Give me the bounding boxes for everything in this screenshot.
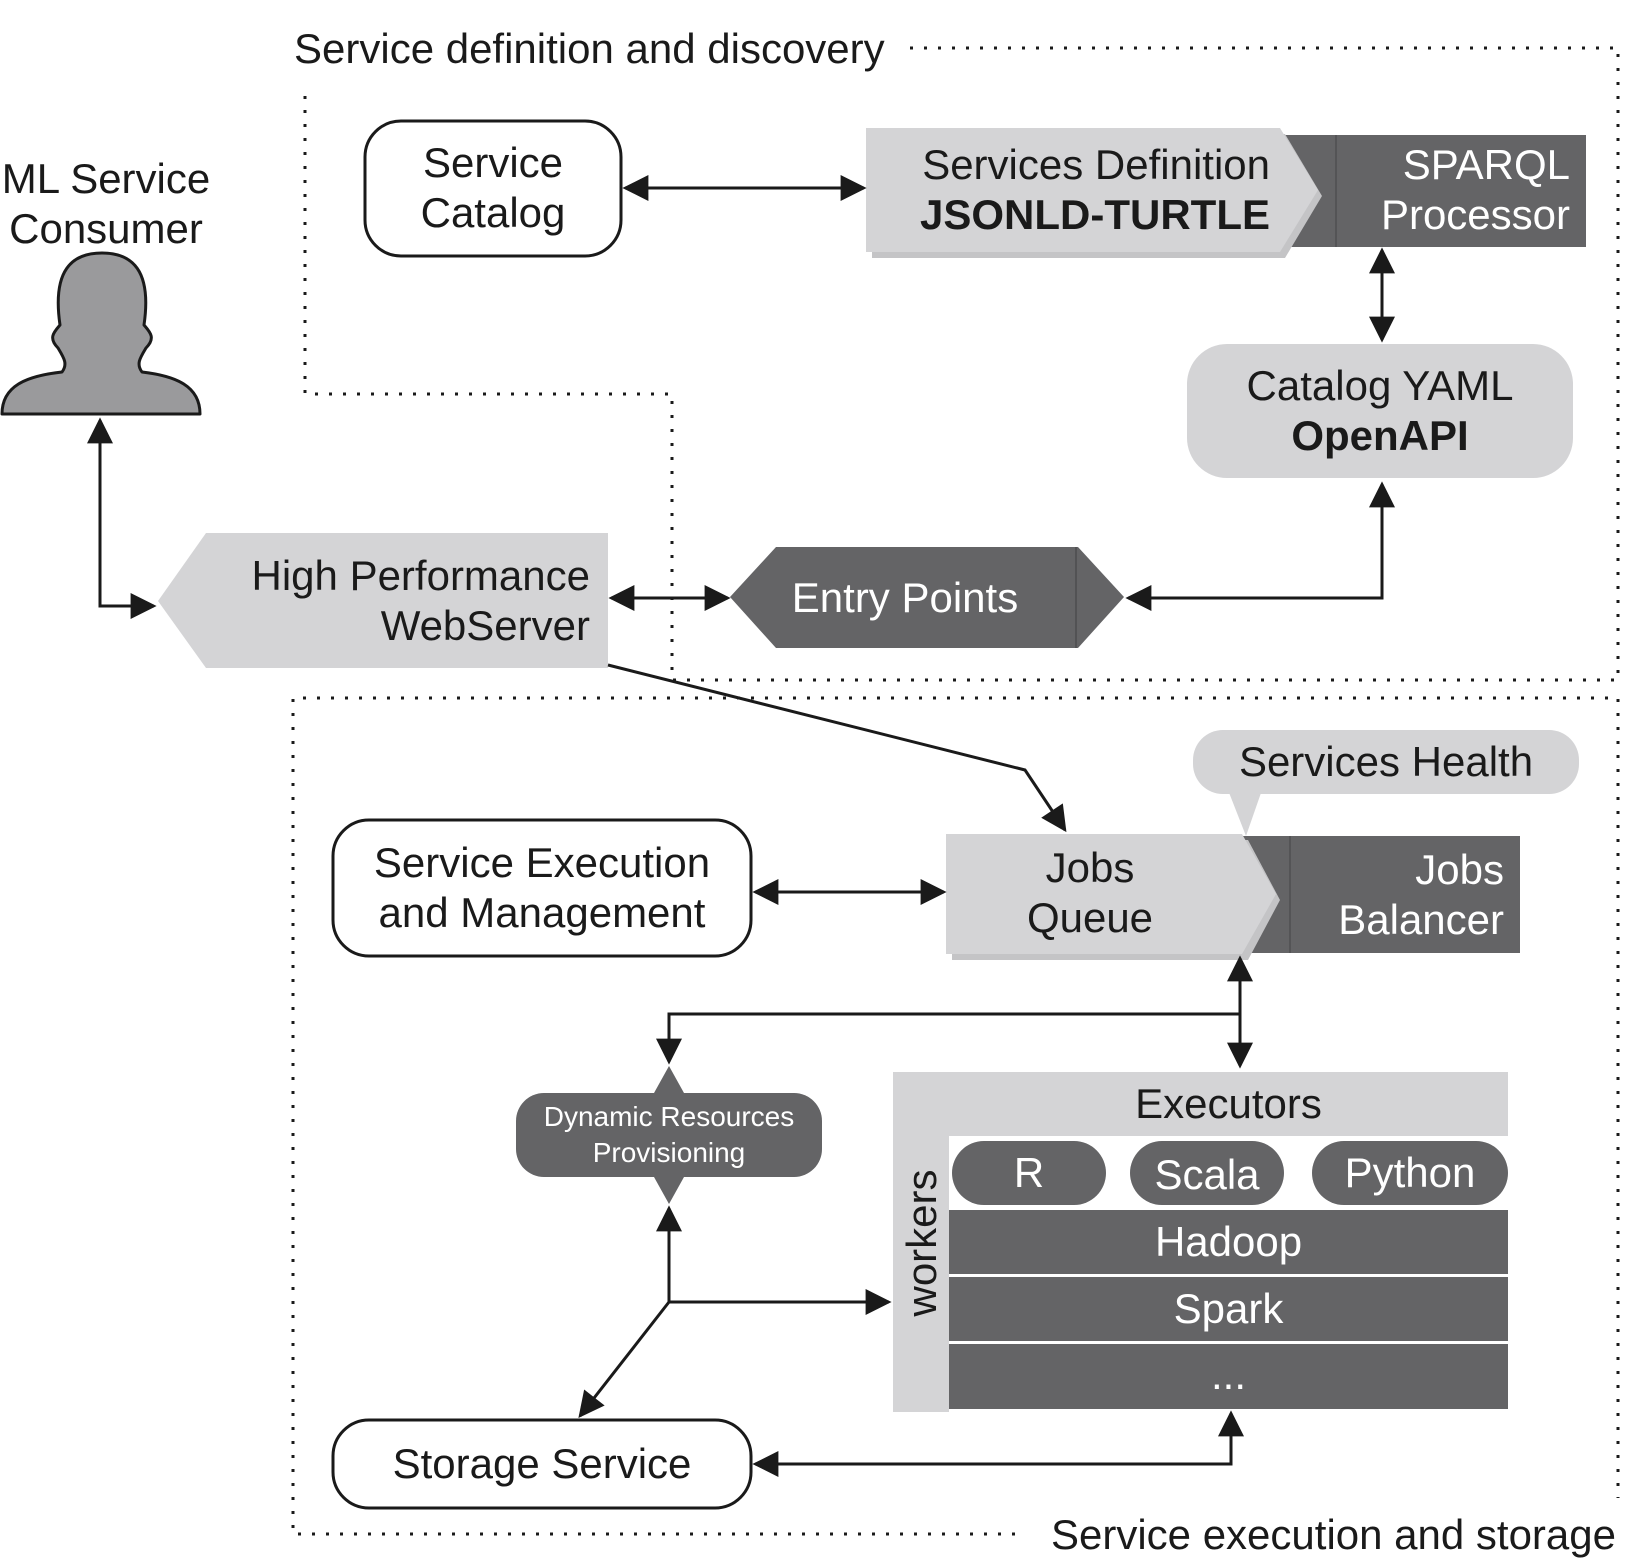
service-execution-label: Service Execution and Management: [333, 838, 751, 938]
dynamic-resources-label: Dynamic Resources Provisioning: [516, 1099, 822, 1171]
webserver-label: High Performance WebServer: [206, 551, 590, 651]
arrow-consumer-webserver: [87, 417, 157, 619]
workers-column: [893, 1072, 949, 1412]
arrow-entrypoints-yaml: [1125, 481, 1395, 611]
webserver-line1: High Performance: [251, 552, 590, 599]
framework-hadoop-label: Hadoop: [1154, 1218, 1303, 1265]
dynamic-resources-bottom-notch: [654, 1177, 684, 1204]
dynamic-resources-line1: Dynamic Resources: [543, 1101, 795, 1132]
services-definition-line1: Services Definition: [922, 141, 1270, 188]
consumer-label-line1: ML Service: [1, 155, 211, 202]
dynamic-resources-line2: Provisioning: [592, 1137, 746, 1168]
executors-label: Executors: [1135, 1080, 1322, 1127]
service-execution-line1: Service Execution: [373, 839, 711, 886]
sparql-processor-box: [1270, 135, 1586, 247]
language-python-pill: [1312, 1141, 1508, 1205]
language-r-label: R: [1013, 1149, 1045, 1196]
language-scala-pill: [1130, 1141, 1284, 1205]
catalog-yaml-box: [1187, 344, 1573, 478]
services-definition-line2: JSONLD-TURTLE: [920, 191, 1270, 238]
catalog-yaml-label: Catalog YAML OpenAPI: [1187, 361, 1573, 461]
jobs-balancer-label: Jobs Balancer: [1290, 845, 1504, 945]
person-silhouette-icon: [0, 251, 202, 416]
service-catalog-line2: Catalog: [420, 189, 566, 236]
discovery-region-title: Service definition and discovery: [294, 25, 885, 72]
language-scala-label: Scala: [1154, 1151, 1260, 1198]
webserver-box: [158, 533, 608, 668]
arrow-hub-storage: [578, 1301, 671, 1419]
sparql-line2: Processor: [1380, 191, 1570, 238]
language-python-label: Python: [1344, 1149, 1476, 1196]
arrow-jobs-dynamic-resources: [656, 1012, 1240, 1065]
services-health-pointer: [1228, 790, 1262, 836]
execution-region-title: Service execution and storage: [1050, 1511, 1616, 1558]
consumer-label: ML Service Consumer: [0, 154, 212, 254]
services-definition-box: [866, 128, 1318, 252]
framework-more-row: [949, 1344, 1508, 1409]
arrow-storage-executors: [752, 1410, 1244, 1477]
arrow-webserver-jobsqueue: [607, 663, 1067, 833]
consumer-label-line2: Consumer: [9, 205, 203, 252]
framework-more-label: ...: [1210, 1351, 1246, 1398]
services-health-label: Services Health: [1238, 738, 1534, 785]
jobs-queue-box: [946, 834, 1276, 954]
sparql-line1: SPARQL: [1402, 141, 1570, 188]
service-execution-box: [331, 818, 753, 958]
framework-hadoop-row: [949, 1210, 1508, 1274]
dynamic-resources-box: [516, 1093, 822, 1177]
jobs-queue-line2: Queue: [1026, 894, 1154, 941]
executors-header: [949, 1072, 1508, 1136]
jobs-balancer-line2: Balancer: [1338, 896, 1504, 943]
storage-service-label: Storage Service: [392, 1440, 692, 1487]
framework-spark-row: [949, 1277, 1508, 1341]
jobs-balancer-box: [1240, 836, 1520, 953]
service-catalog-label: Service Catalog: [365, 138, 621, 238]
service-catalog-box: [363, 119, 623, 258]
services-health-bubble: [1193, 730, 1579, 794]
sparql-label: SPARQL Processor: [1270, 140, 1570, 240]
storage-service-box: [331, 1418, 753, 1510]
workers-label: workers: [898, 1169, 945, 1317]
entry-points-label: Entry Points: [791, 574, 1019, 621]
language-r-pill: [952, 1141, 1106, 1205]
framework-spark-label: Spark: [1173, 1285, 1284, 1332]
webserver-line2: WebServer: [380, 602, 590, 649]
service-catalog-line1: Service: [422, 139, 564, 186]
dynamic-resources-top-notch: [654, 1066, 684, 1093]
jobs-queue-line1: Jobs: [1045, 844, 1135, 891]
services-definition-label: Services Definition JSONLD-TURTLE: [866, 140, 1270, 240]
entry-points-box: [730, 547, 1124, 648]
catalog-yaml-line1: Catalog YAML: [1246, 362, 1514, 409]
jobs-queue-label: Jobs Queue: [960, 843, 1220, 943]
catalog-yaml-line2: OpenAPI: [1291, 412, 1469, 459]
service-execution-line2: and Management: [378, 889, 706, 936]
jobs-balancer-line1: Jobs: [1415, 846, 1504, 893]
